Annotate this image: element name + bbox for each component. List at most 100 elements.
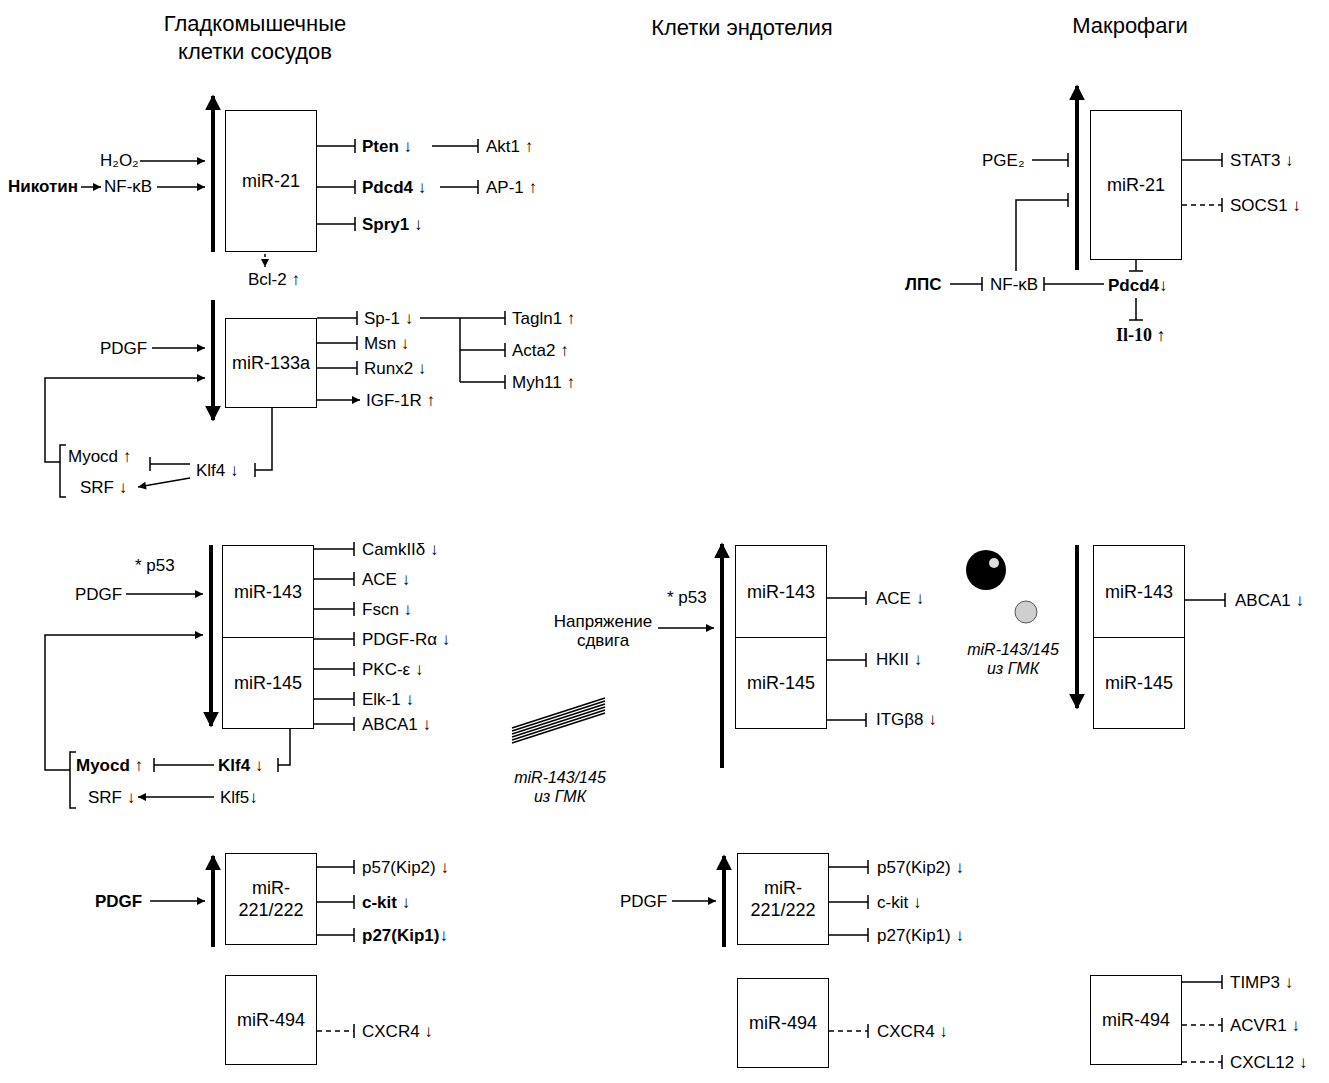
gene-label: SOCS1 ↓ <box>1230 196 1301 215</box>
gene-label: CXCR4 ↓ <box>362 1022 433 1041</box>
mirna-name: miR-145 <box>747 672 815 694</box>
activation-arrow <box>126 593 203 595</box>
column-heading: Клетки эндотелия <box>592 14 892 42</box>
dashed-inhibition <box>317 1030 354 1032</box>
mirna-box: miR-143 <box>222 545 314 638</box>
gene-label: Напряжение сдвига <box>548 612 658 650</box>
mirna-name: miR-494 <box>1102 1009 1170 1031</box>
gene-label: Tagln1 ↑ <box>512 309 575 328</box>
gene-label: PDGF <box>620 892 667 911</box>
big-arrow <box>1075 86 1079 270</box>
dashed-inhibition <box>1221 1018 1223 1032</box>
dashed-inhibition <box>867 1024 869 1038</box>
mirna-box: miR-143 <box>735 545 827 638</box>
mirna-name: miR-143 <box>1105 581 1173 603</box>
gene-label: c-kit ↓ <box>362 893 410 912</box>
gene-label: p57(Kip2) ↓ <box>362 858 449 877</box>
gene-label: p27(Kip1) ↓ <box>877 926 964 945</box>
big-arrow <box>211 96 215 252</box>
mirna-box: miR-143 <box>1093 545 1185 638</box>
gene-label: p57(Kip2) ↓ <box>877 858 964 877</box>
mirna-name: miR- 221/222 <box>742 877 824 921</box>
gene-label: ЛПС <box>905 275 941 294</box>
dashed-inhibition <box>1221 198 1223 212</box>
inhibition-line <box>314 602 354 616</box>
gene-label: STAT3 ↓ <box>1230 151 1294 170</box>
inhibition-line <box>1182 153 1222 167</box>
gene-label: miR-143/145 из ГМК <box>505 768 615 806</box>
gene-label: TIMP3 ↓ <box>1230 973 1293 992</box>
activation-arrow <box>138 796 214 798</box>
mirna-name: miR-494 <box>237 1009 305 1031</box>
inhibition-line <box>317 895 354 909</box>
big-arrow <box>209 545 213 726</box>
gene-label: PKC-ε ↓ <box>362 660 423 679</box>
mirna-box: miR-494 <box>225 975 317 1065</box>
gene-label: ITGβ8 ↓ <box>876 710 937 729</box>
inhibition-line <box>314 662 354 676</box>
inhibition-line <box>317 139 355 153</box>
gene-label: CamkIIδ ↓ <box>362 540 439 559</box>
vesicle-fibres <box>512 710 605 740</box>
activation-arrow <box>138 478 190 487</box>
gene-label: miR-143/145 из ГМК <box>958 640 1068 678</box>
inhibition-line <box>154 758 214 772</box>
inhibition-line <box>60 445 66 497</box>
activation-arrow <box>150 900 205 902</box>
column-heading: Макрофаги <box>1030 12 1230 40</box>
inhibition-line <box>827 591 866 605</box>
gene-label: SRF ↓ <box>88 788 135 807</box>
gene-label: Bcl-2 ↑ <box>248 270 300 289</box>
gene-label: Pdcd4 ↓ <box>362 178 426 197</box>
gene-label: PDGF <box>100 339 147 358</box>
big-arrow <box>722 856 726 947</box>
inhibition-line <box>317 217 355 231</box>
mirna-name: miR-143 <box>234 581 302 603</box>
activation-arrow <box>45 635 203 770</box>
activation-arrow <box>658 627 714 629</box>
activation-arrow <box>317 399 360 401</box>
mirna-box: miR-145 <box>222 637 314 729</box>
gene-label: HKII ↓ <box>876 650 922 669</box>
gene-label: p27(Kip1)↓ <box>362 926 448 945</box>
gene-label: Pten ↓ <box>362 137 412 156</box>
inhibition-line <box>314 717 354 731</box>
mirna-name: miR-494 <box>749 1012 817 1034</box>
gene-label: Il-10 ↑ <box>1116 326 1166 345</box>
mirna-name: miR-145 <box>234 672 302 694</box>
vesicle-fibres <box>512 704 605 734</box>
gene-label: CXCL12 ↓ <box>1230 1053 1307 1072</box>
activation-arrow <box>81 186 101 188</box>
gene-label: H₂O₂ <box>100 151 139 170</box>
gene-label: Acta2 ↑ <box>512 341 569 360</box>
gene-label: PDGF-Rα ↓ <box>362 630 450 649</box>
gene-label: Myocd ↑ <box>68 447 131 466</box>
big-arrow <box>211 856 215 947</box>
mirna-name: miR-143 <box>747 581 815 603</box>
inhibition-line <box>1044 277 1104 291</box>
mirna-box: miR-145 <box>735 637 827 729</box>
dashed-inhibition <box>1182 204 1222 206</box>
dashed-arrow <box>264 254 266 267</box>
inhibition-line <box>255 408 272 477</box>
gene-label: PDGF <box>95 892 142 911</box>
mirna-box: miR- 221/222 <box>737 853 829 945</box>
gene-label: c-kit ↓ <box>877 893 921 912</box>
inhibition-line <box>1032 153 1068 167</box>
mirna-name: miR-21 <box>1107 174 1165 196</box>
vesicle-circles <box>1015 601 1037 623</box>
inhibition-line <box>60 139 1225 989</box>
gene-label: PGE₂ <box>982 151 1025 170</box>
vesicle-fibres <box>512 707 605 737</box>
inhibition-line <box>829 928 868 942</box>
inhibition-line <box>950 277 982 291</box>
column-heading: Гладкомышечные клетки сосудов <box>140 10 370 66</box>
gene-label: AP-1 ↑ <box>486 178 537 197</box>
inhibition-line <box>317 336 357 350</box>
activation-arrow <box>140 160 205 162</box>
inhibition-line <box>150 457 190 471</box>
inhibition-line <box>420 311 505 325</box>
inhibition-line <box>1182 975 1222 989</box>
gene-label: * p53 <box>135 556 175 575</box>
